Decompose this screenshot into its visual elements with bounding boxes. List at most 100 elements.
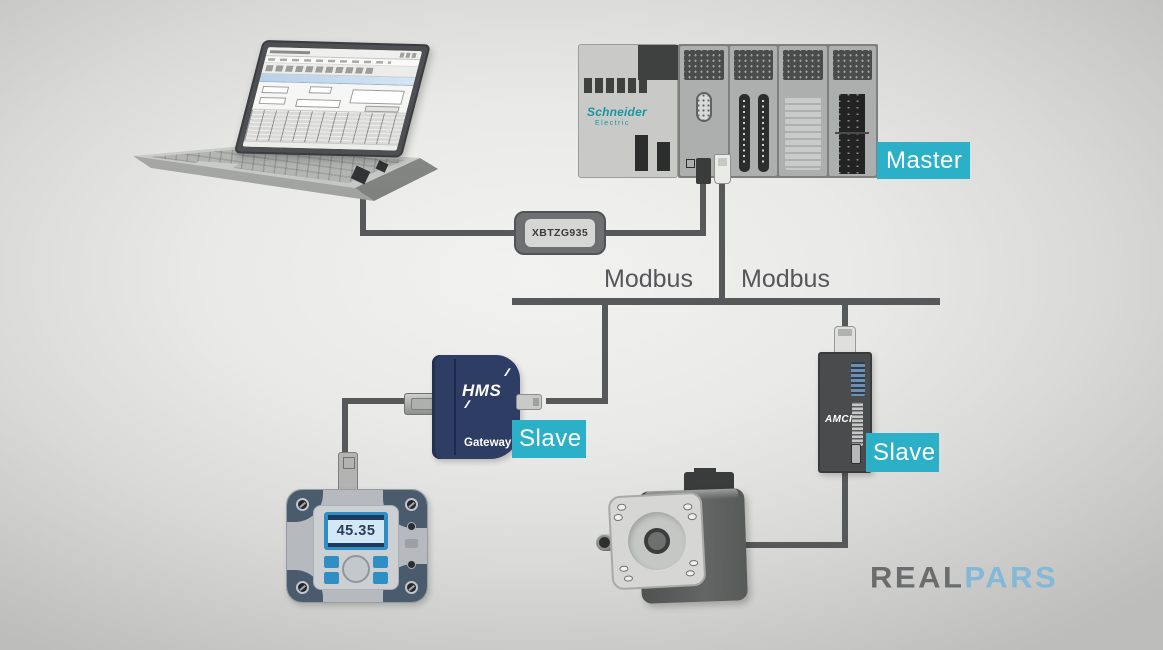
keypad-button [373, 572, 388, 584]
transmitter-display: 45.35 [324, 512, 388, 550]
form-field [349, 89, 405, 105]
gateway-db9-connector [404, 393, 440, 415]
hms-gateway: ∕∕ HMS ∕∕ Gateway [404, 355, 544, 461]
plc-blank-module [779, 46, 827, 176]
drive-terminal-block [851, 362, 865, 396]
module-vent-grid [783, 50, 823, 80]
module-vent-grid [832, 50, 872, 80]
keypad-button [324, 556, 339, 568]
form-field [308, 86, 333, 94]
modbus-label-left: Modbus [604, 265, 693, 293]
lcd-top-bar [328, 515, 384, 520]
gateway-label: Gateway [464, 437, 512, 449]
gateway-body: ∕∕ HMS ∕∕ Gateway [432, 355, 520, 459]
wire-drive-to-motor-vertical [842, 470, 848, 548]
modbus-software-window [242, 47, 423, 151]
plc-usb-plug [696, 158, 711, 184]
module-vent-grid [684, 50, 724, 80]
stepper-motor [596, 468, 768, 616]
rotary-knob [342, 555, 370, 583]
wire-laptop-down [360, 176, 366, 234]
hms-logo: HMS [462, 381, 502, 400]
drive-top-plug [834, 326, 856, 356]
card-edge-connector [738, 94, 750, 172]
screw-icon [405, 498, 418, 511]
transmitter: 45.35 [286, 452, 428, 604]
gateway-accent-line [454, 359, 456, 455]
plc-modbus-plug [714, 154, 731, 184]
laptop [125, 28, 460, 210]
wire-modbus-bus [512, 298, 940, 305]
plc-cpu-module: Schneider Electric [578, 44, 679, 178]
window-form-area [252, 81, 414, 114]
side-screw-icon [407, 560, 416, 569]
schneider-plc: Schneider Electric [575, 42, 878, 180]
wire-gateway-to-sensor-vertical [342, 398, 348, 458]
card-edge-connector [757, 94, 769, 172]
transmitter-keypad [324, 554, 388, 585]
motor-hub [643, 527, 671, 555]
mount-hole [687, 512, 697, 520]
cable-adapter-label: XBTZG935 [525, 219, 595, 247]
wire-gateway-to-sensor-horizontal [342, 398, 408, 404]
realpars-logo-pars: PARS [964, 560, 1059, 595]
db9-connector [695, 92, 712, 122]
vent-bar [628, 78, 636, 93]
keypad-button [373, 556, 388, 568]
laptop-screen [233, 40, 431, 158]
lcd-bottom-bar [328, 542, 384, 547]
transmitter-panel: 45.35 [313, 505, 399, 590]
vent-bar [606, 78, 614, 93]
form-button [364, 105, 400, 113]
plc-cpu-tab [657, 142, 670, 171]
mount-hole [619, 565, 629, 573]
drive-bottom-port [851, 444, 861, 464]
mount-hole [683, 503, 693, 511]
slave-label-gateway: Slave [512, 420, 586, 458]
side-slot [405, 539, 418, 548]
register-data-grid [244, 109, 406, 145]
keypad-button [324, 572, 339, 584]
slave-label-drive: Slave [866, 433, 939, 472]
plc-cpu-dark-block [638, 45, 679, 80]
wire-drive-branch [842, 298, 848, 332]
amci-logo: AMCI [825, 414, 853, 425]
module-ridge-panel [785, 96, 821, 170]
vent-bar [639, 78, 647, 93]
side-screw-icon [407, 522, 416, 531]
plc-cpu-tab [635, 135, 648, 171]
form-field [258, 96, 287, 105]
plc-terminal-module [828, 46, 876, 176]
cable-adapter: XBTZG935 [514, 211, 606, 255]
motor-face [626, 510, 688, 572]
mount-hole [617, 503, 627, 511]
terminal-block [834, 94, 869, 174]
wire-drive-to-motor-horizontal [745, 542, 848, 548]
drive-connector-strip [852, 402, 863, 446]
screw-icon [296, 498, 309, 511]
schneider-logo: Schneider Electric [587, 106, 647, 127]
wire-gateway-branch-vertical [602, 298, 608, 404]
vent-bar [617, 78, 625, 93]
lcd-value: 45.35 [328, 519, 384, 543]
transmitter-cable-plug [338, 452, 358, 492]
vent-bar [595, 78, 603, 93]
vent-bar [584, 78, 592, 93]
master-label: Master [877, 142, 970, 179]
screw-icon [405, 581, 418, 594]
wire-plc-usb-up [700, 182, 706, 234]
wire-gateway-branch-horizontal [546, 398, 606, 404]
mount-hole [623, 574, 634, 582]
screw-icon [296, 581, 309, 594]
realpars-logo-real: REAL [870, 560, 965, 595]
form-field [295, 98, 342, 109]
mount-hole [613, 513, 623, 521]
mount-hole [685, 569, 695, 577]
module-vent-grid [733, 50, 773, 80]
plc-cpu-vents [584, 78, 647, 93]
schneider-logo-text: Schneider [587, 105, 647, 119]
transmitter-body: 45.35 [286, 489, 428, 603]
plc-io-rack [678, 44, 878, 178]
plc-comm-module [680, 46, 728, 176]
